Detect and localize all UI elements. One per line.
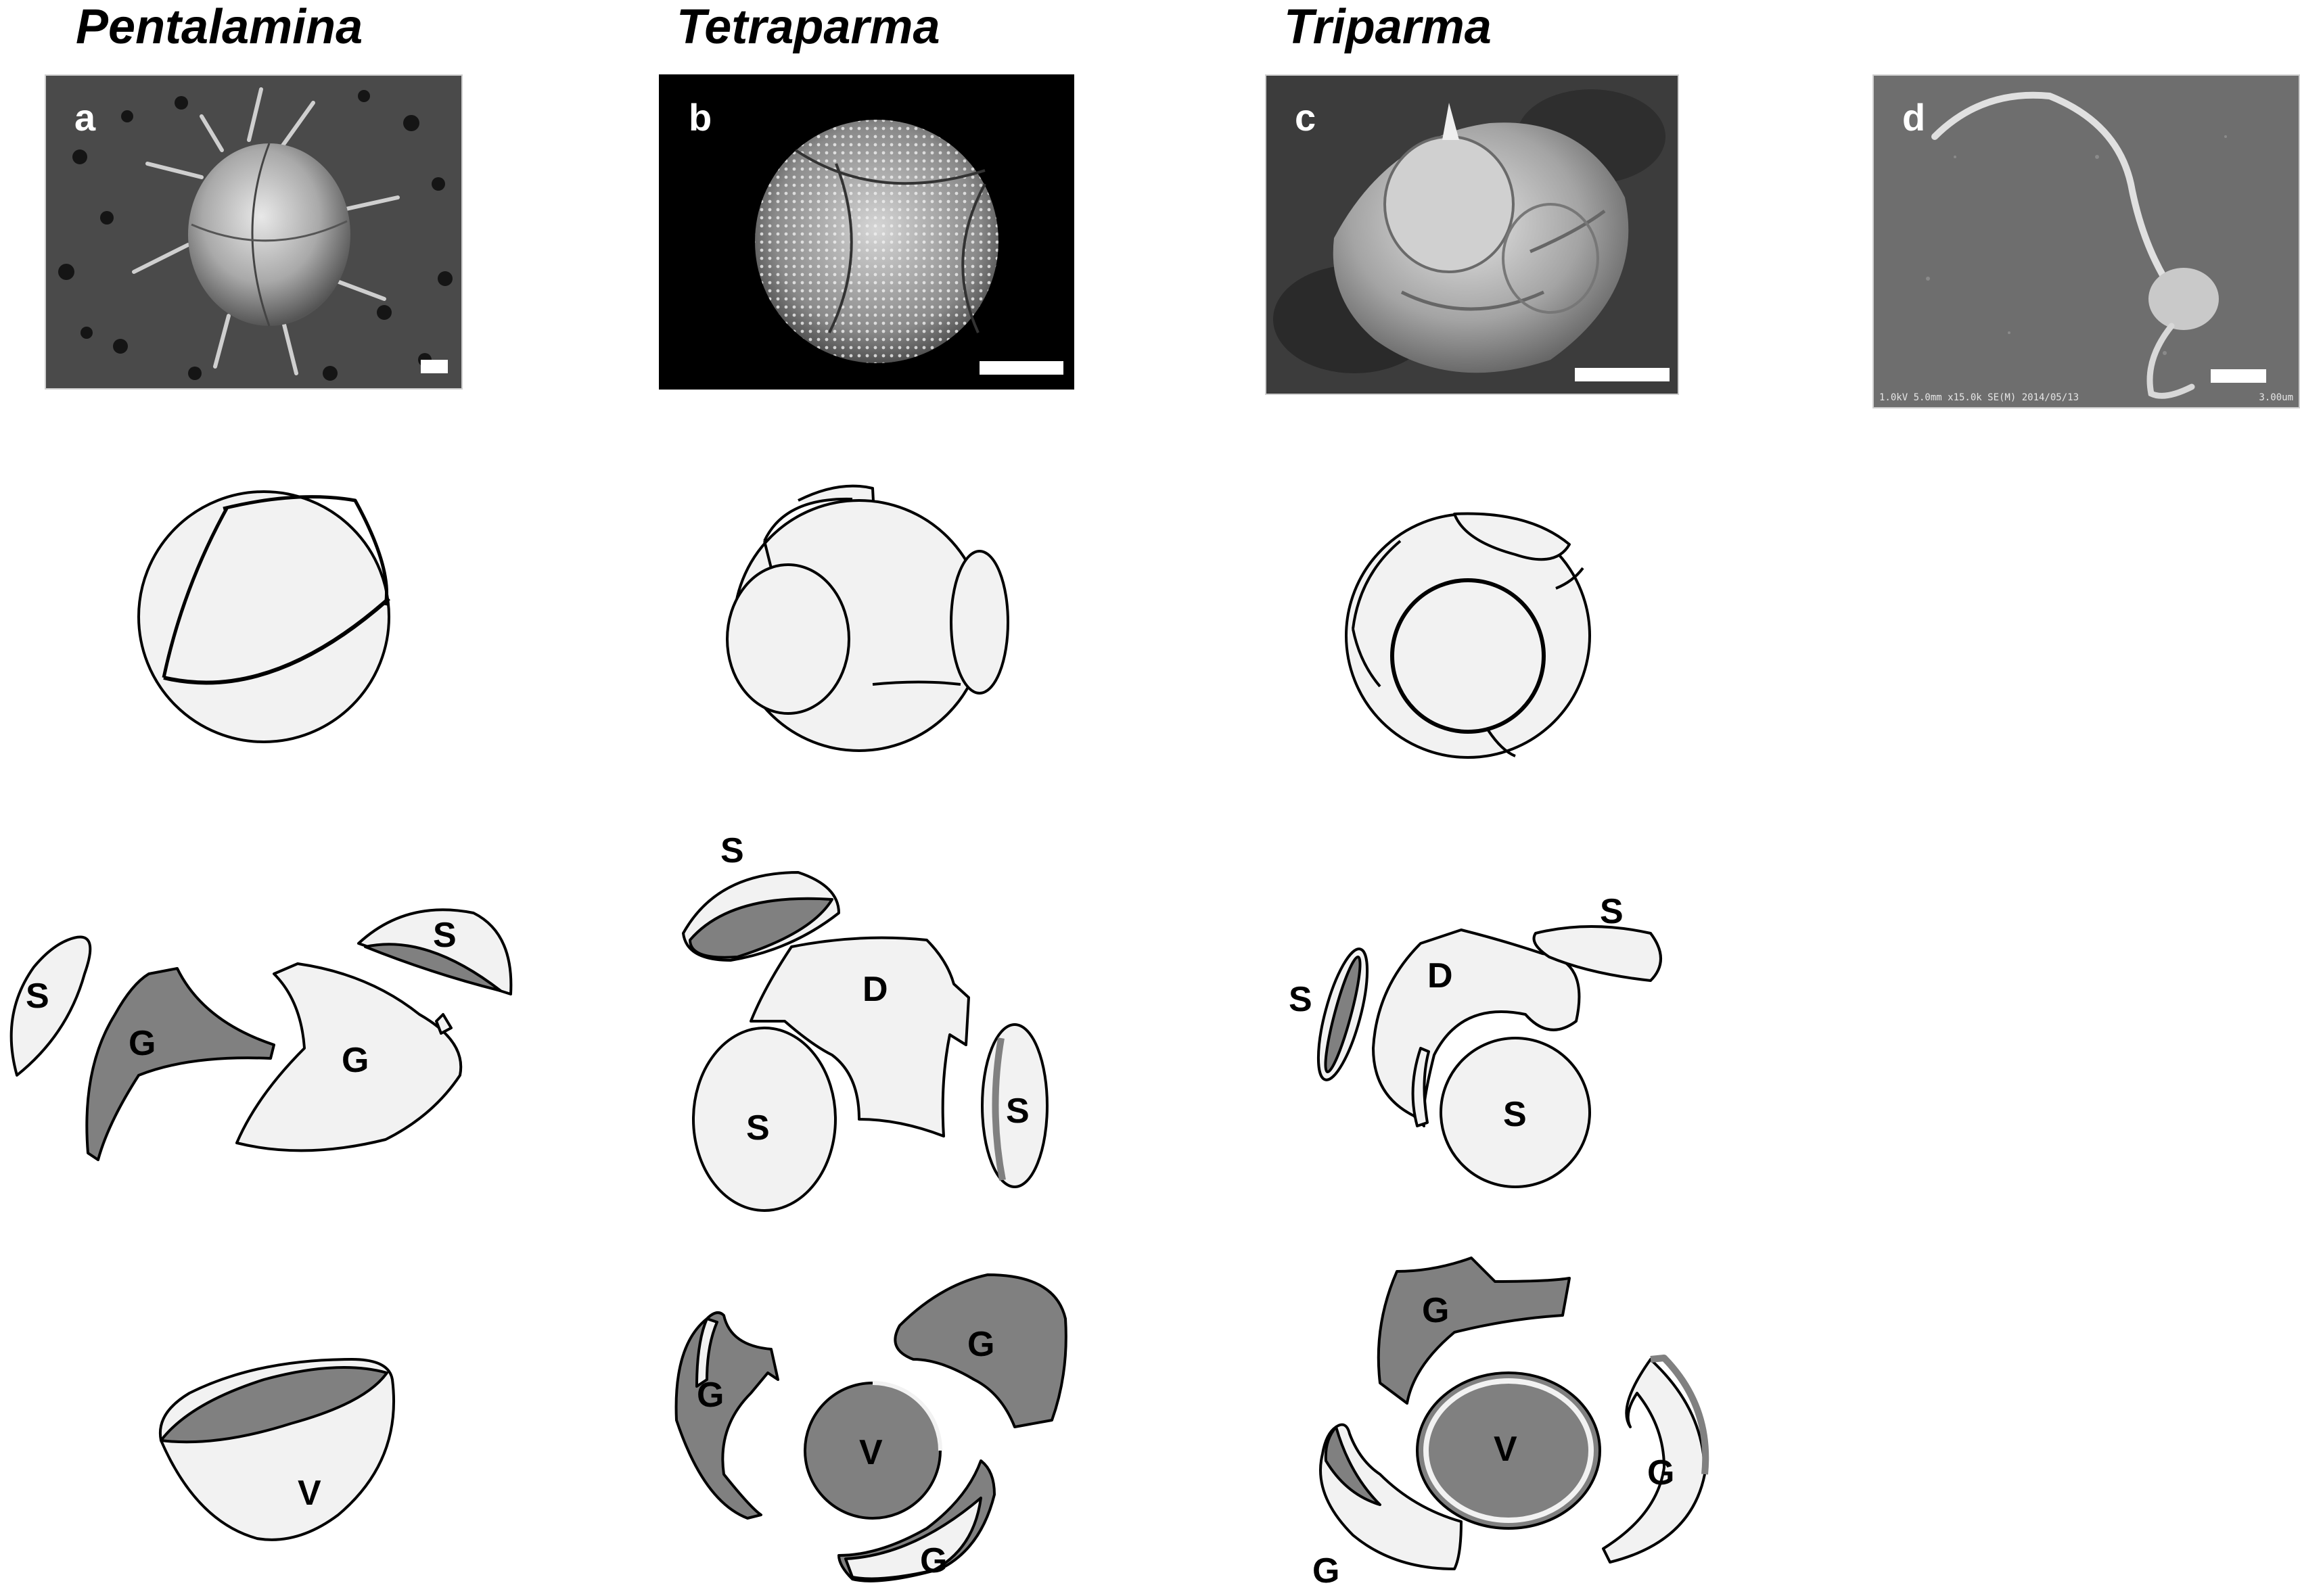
- sem-image-flagellate: [1874, 76, 2299, 407]
- plate-label-tetraparma-g-bottom: G: [920, 1541, 947, 1580]
- exploded-plates-tetraparma: [682, 871, 1049, 1212]
- genus-title-triparma: Triparma: [1284, 0, 1492, 54]
- plate-label-tetraparma-s-right: S: [1006, 1092, 1030, 1131]
- assembled-cell-triparma: [1345, 512, 1591, 759]
- ventral-plates-tetraparma: [674, 1273, 1067, 1582]
- plate-label-pentalamina-g-dark: G: [129, 1024, 156, 1063]
- plate-labels: S G G S V S D S S G G V G S D S S G V G …: [26, 831, 1674, 1591]
- plate-label-tetraparma-s-top: S: [720, 831, 744, 870]
- plate-label-tetraparma-d: D: [862, 970, 888, 1009]
- sem-photo-c: c: [1265, 74, 1679, 395]
- exploded-plates-triparma: [1316, 925, 1662, 1188]
- panel-label-b: b: [689, 96, 712, 139]
- plate-label-triparma-s-top-right: S: [1600, 892, 1624, 931]
- plate-label-tetraparma-g-left: G: [697, 1376, 724, 1415]
- plate-label-triparma-g-right: G: [1647, 1453, 1674, 1493]
- panel-label-c: c: [1295, 96, 1316, 139]
- plate-label-triparma-s-circle: S: [1503, 1095, 1527, 1134]
- plate-label-tetraparma-g-right: G: [967, 1325, 994, 1364]
- sem-photo-d: d 1.0kV 5.0mm x15.0k SE(M) 2014/05/13 3.…: [1872, 74, 2300, 408]
- scale-bar-b: [980, 361, 1063, 375]
- sem-image-pentalamina: [46, 76, 461, 388]
- plate-label-triparma-v: V: [1494, 1430, 1517, 1469]
- plate-label-pentalamina-v: V: [298, 1474, 321, 1513]
- exploded-plates-pentalamina: [9, 908, 513, 1161]
- genus-title-pentalamina: Pentalamina: [76, 0, 363, 54]
- sem-image-tetraparma: [660, 76, 1073, 388]
- plate-label-tetraparma-s-left: S: [746, 1108, 770, 1148]
- plate-label-pentalamina-g-light: G: [342, 1041, 369, 1080]
- sem-photo-a: a: [45, 74, 463, 390]
- plate-label-triparma-g-bottom: G: [1312, 1551, 1339, 1591]
- plate-label-tetraparma-v: V: [859, 1433, 883, 1472]
- scale-bar-c: [1575, 368, 1670, 381]
- scale-bar-d: [2211, 369, 2266, 383]
- sem-scale-readout: 3.00um: [2259, 392, 2293, 403]
- ventral-valve-pentalamina: [158, 1358, 396, 1541]
- sem-photo-b: b: [659, 74, 1074, 390]
- assembled-cell-pentalamina: [137, 490, 390, 743]
- assembled-cell-tetraparma: [726, 484, 1009, 752]
- plate-label-pentalamina-s-right: S: [433, 916, 457, 955]
- panel-label-a: a: [74, 96, 96, 139]
- sem-image-triparma: [1266, 76, 1678, 394]
- plate-label-triparma-s-left: S: [1289, 980, 1312, 1019]
- sem-metadata: 1.0kV 5.0mm x15.0k SE(M) 2014/05/13: [1879, 392, 2079, 403]
- plate-label-pentalamina-s-left: S: [26, 977, 49, 1016]
- plate-label-triparma-d: D: [1427, 956, 1453, 995]
- scale-bar-a: [421, 360, 448, 373]
- plate-label-triparma-g-top: G: [1422, 1291, 1449, 1330]
- panel-label-d: d: [1902, 96, 1926, 139]
- ventral-plates-triparma: [1319, 1257, 1709, 1570]
- genus-title-tetraparma: Tetraparma: [676, 0, 940, 54]
